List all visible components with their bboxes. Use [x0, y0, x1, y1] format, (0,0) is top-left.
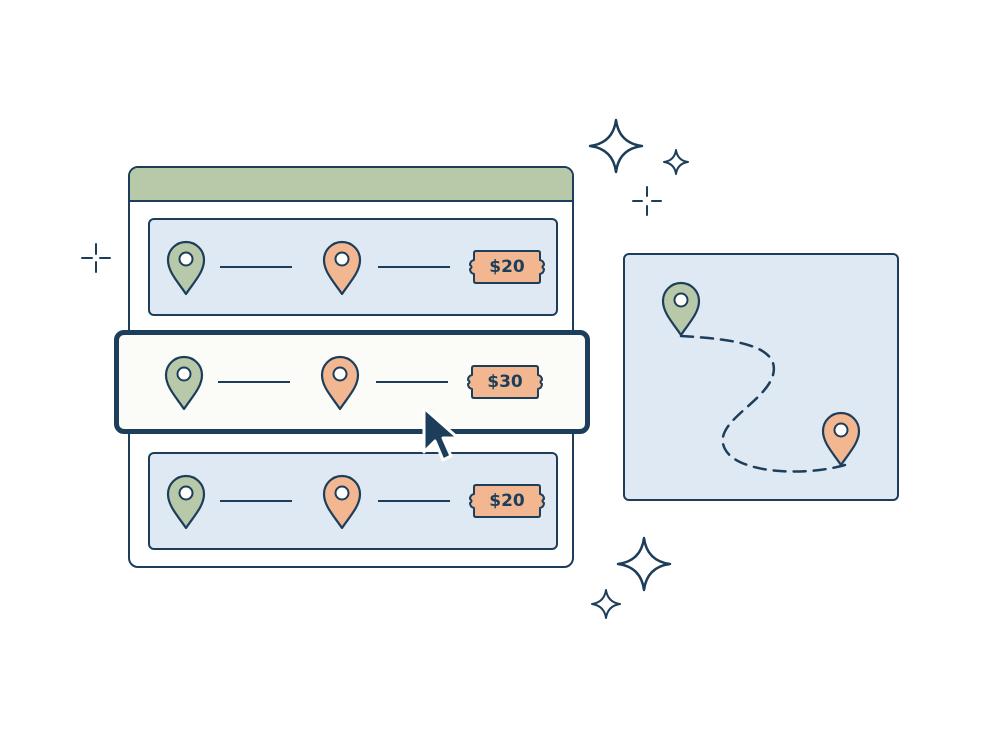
origin-location-pin-icon	[164, 355, 204, 411]
start-location-pin-icon	[661, 281, 701, 337]
sparkle-icon	[630, 184, 664, 218]
sparkle-icon	[614, 534, 674, 594]
route-option-1[interactable]: $20	[148, 218, 558, 316]
route-connector-line	[220, 500, 292, 502]
route-connector-line	[376, 381, 448, 383]
price-tag: $20	[468, 249, 546, 285]
route-connector-line	[220, 266, 292, 268]
mouse-pointer-icon	[420, 404, 460, 466]
route-option-2-selected[interactable]: $30	[114, 330, 590, 434]
sparkle-icon	[586, 116, 646, 176]
route-connector-line	[378, 266, 450, 268]
window-header-bar	[130, 168, 572, 202]
destination-location-pin-icon	[322, 240, 362, 296]
route-option-3[interactable]: $20	[148, 452, 558, 550]
sparkle-icon	[78, 240, 114, 276]
route-map-panel[interactable]	[623, 253, 899, 501]
origin-location-pin-icon	[166, 474, 206, 530]
price-label: $20	[489, 491, 525, 511]
sparkle-icon	[590, 588, 622, 620]
route-connector-line	[218, 381, 290, 383]
price-tag: $30	[466, 364, 544, 400]
origin-location-pin-icon	[166, 240, 206, 296]
price-label: $20	[489, 257, 525, 277]
price-label: $30	[487, 372, 523, 392]
sparkle-icon	[662, 148, 690, 176]
destination-location-pin-icon	[320, 355, 360, 411]
destination-location-pin-icon	[322, 474, 362, 530]
dashed-route-path	[679, 334, 847, 473]
end-location-pin-icon	[821, 411, 861, 467]
route-connector-line	[378, 500, 450, 502]
price-tag: $20	[468, 483, 546, 519]
